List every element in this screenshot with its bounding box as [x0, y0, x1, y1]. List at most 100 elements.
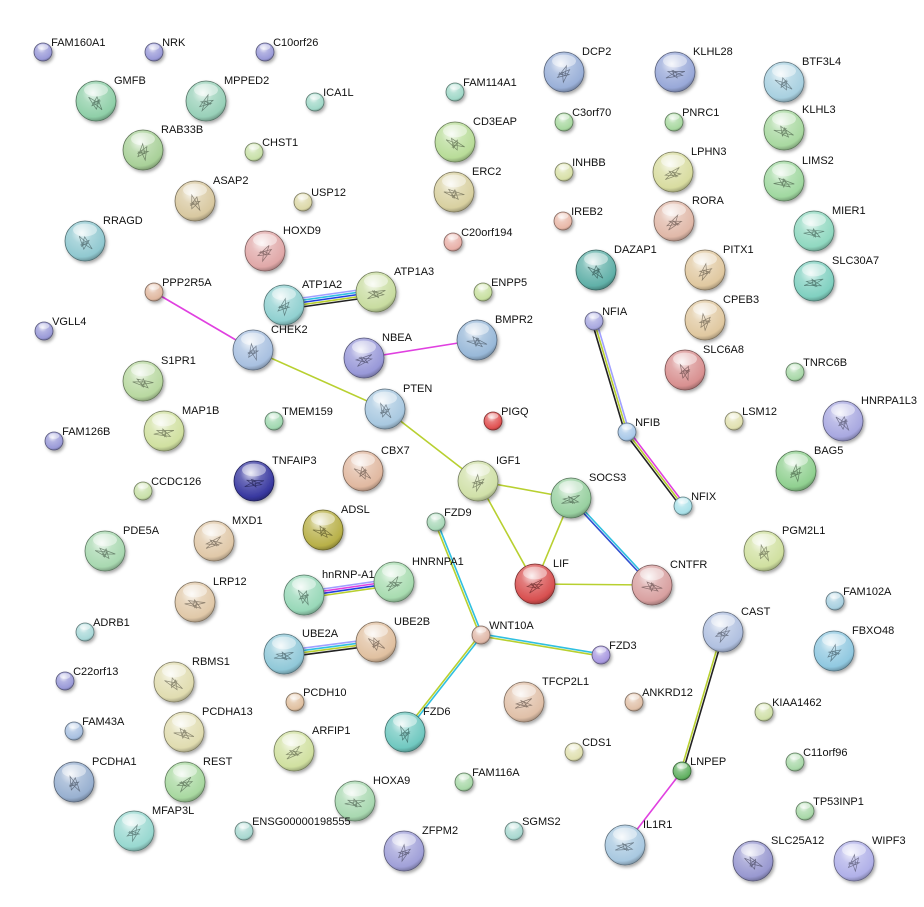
node-ube2b[interactable]: UBE2B — [355, 616, 430, 663]
node-fzd9[interactable]: FZD9 — [426, 507, 472, 532]
node-pten[interactable]: PTEN — [364, 383, 432, 430]
protein-sphere[interactable] — [454, 772, 474, 792]
protein-sphere[interactable] — [143, 410, 185, 452]
node-hoxa9[interactable]: HOXA9 — [334, 775, 410, 822]
node-tmem159[interactable]: TMEM159 — [264, 406, 333, 431]
node-btf3l4[interactable]: BTF3L4 — [763, 56, 841, 103]
node-dcp2[interactable]: DCP2 — [543, 46, 611, 93]
node-ireb2[interactable]: IREB2 — [553, 206, 603, 231]
node-klhl28[interactable]: KLHL28 — [654, 46, 733, 93]
protein-sphere[interactable] — [75, 80, 117, 122]
protein-sphere[interactable] — [64, 721, 84, 741]
protein-sphere[interactable] — [122, 129, 164, 171]
protein-sphere[interactable] — [591, 645, 611, 665]
protein-sphere[interactable] — [473, 282, 493, 302]
node-c11orf96[interactable]: C11orf96 — [785, 747, 848, 772]
protein-sphere[interactable] — [822, 400, 864, 442]
protein-sphere[interactable] — [724, 411, 744, 431]
node-mpped2[interactable]: MPPED2 — [185, 75, 269, 122]
node-usp12[interactable]: USP12 — [293, 187, 346, 212]
protein-sphere[interactable] — [617, 422, 637, 442]
node-tnfaip3[interactable]: TNFAIP3 — [233, 455, 317, 502]
node-klhl3[interactable]: KLHL3 — [763, 104, 836, 151]
node-rbms1[interactable]: RBMS1 — [153, 656, 230, 703]
node-cpeb3[interactable]: CPEB3 — [684, 294, 759, 341]
node-pcdh10[interactable]: PCDH10 — [285, 687, 347, 712]
node-lims2[interactable]: LIMS2 — [763, 155, 834, 202]
node-cntfr[interactable]: CNTFR — [631, 559, 707, 606]
node-map1b[interactable]: MAP1B — [143, 405, 219, 452]
node-rab33b[interactable]: RAB33B — [122, 124, 203, 171]
node-slc30a7[interactable]: SLC30A7 — [793, 255, 879, 302]
node-slc6a8[interactable]: SLC6A8 — [664, 344, 744, 391]
node-pcdha13[interactable]: PCDHA13 — [163, 706, 253, 753]
node-lnpep[interactable]: LNPEP — [672, 756, 726, 781]
node-mxd1[interactable]: MXD1 — [193, 515, 263, 562]
node-ensg00000198555[interactable]: ENSG00000198555 — [234, 816, 351, 841]
protein-sphere[interactable] — [144, 42, 164, 62]
node-wipf3[interactable]: WIPF3 — [833, 835, 906, 882]
protein-sphere[interactable] — [672, 761, 692, 781]
node-pnrc1[interactable]: PNRC1 — [664, 107, 719, 132]
node-hoxd9[interactable]: HOXD9 — [244, 225, 321, 272]
node-nfia[interactable]: NFIA — [584, 306, 628, 331]
protein-sphere[interactable] — [732, 840, 774, 882]
node-lphn3[interactable]: LPHN3 — [652, 146, 726, 193]
protein-sphere[interactable] — [255, 42, 275, 62]
edge-wnt10a-fzd3[interactable] — [480, 633, 602, 657]
node-ankrd12[interactable]: ANKRD12 — [624, 687, 693, 712]
protein-sphere[interactable] — [673, 496, 693, 516]
node-cast[interactable]: CAST — [702, 606, 771, 653]
node-s1pr1[interactable]: S1PR1 — [122, 355, 196, 402]
node-arfip1[interactable]: ARFIP1 — [273, 725, 351, 772]
node-hnrnp-a1[interactable]: hnRNP-A1 — [283, 569, 375, 616]
protein-sphere[interactable] — [285, 692, 305, 712]
protein-sphere[interactable] — [33, 42, 53, 62]
node-cbx7[interactable]: CBX7 — [342, 445, 410, 492]
node-tfcp2l1[interactable]: TFCP2L1 — [503, 676, 589, 723]
node-ica1l[interactable]: ICA1L — [305, 87, 354, 112]
protein-sphere[interactable] — [825, 591, 845, 611]
node-tnrc6b[interactable]: TNRC6B — [785, 357, 847, 382]
protein-sphere[interactable] — [584, 311, 604, 331]
node-fam160a1[interactable]: FAM160A1 — [33, 37, 106, 62]
protein-sphere[interactable] — [445, 82, 465, 102]
protein-sphere[interactable] — [483, 411, 503, 431]
edge-cast-lnpep[interactable] — [680, 631, 725, 772]
protein-sphere[interactable] — [133, 481, 153, 501]
node-rragd[interactable]: RRAGD — [64, 215, 143, 262]
node-pde5a[interactable]: PDE5A — [84, 525, 160, 572]
protein-sphere[interactable] — [575, 249, 617, 291]
protein-sphere[interactable] — [785, 752, 805, 772]
edge-chek2-pten[interactable] — [252, 349, 386, 410]
protein-sphere[interactable] — [75, 622, 95, 642]
node-c22orf13[interactable]: C22orf13 — [55, 666, 118, 691]
node-vgll4[interactable]: VGLL4 — [34, 316, 86, 341]
protein-sphere[interactable] — [55, 671, 75, 691]
protein-sphere[interactable] — [554, 162, 574, 182]
node-c3orf70[interactable]: C3orf70 — [554, 107, 611, 132]
node-bag5[interactable]: BAG5 — [775, 445, 843, 492]
protein-sphere[interactable] — [471, 625, 491, 645]
protein-sphere[interactable] — [305, 92, 325, 112]
protein-sphere[interactable] — [793, 210, 835, 252]
node-kiaa1462[interactable]: KIAA1462 — [754, 697, 822, 722]
node-c20orf194[interactable]: C20orf194 — [443, 227, 512, 252]
node-slc25a12[interactable]: SLC25A12 — [732, 835, 824, 882]
protein-sphere[interactable] — [355, 621, 397, 663]
node-mier1[interactable]: MIER1 — [793, 205, 866, 252]
edge-nfib-nfix[interactable] — [624, 430, 686, 508]
node-ube2a[interactable]: UBE2A — [263, 628, 339, 675]
protein-sphere[interactable] — [443, 232, 463, 252]
protein-sphere[interactable] — [754, 702, 774, 722]
node-asap2[interactable]: ASAP2 — [174, 175, 248, 222]
protein-sphere[interactable] — [44, 431, 64, 451]
node-fbxo48[interactable]: FBXO48 — [813, 625, 894, 672]
protein-sphere[interactable] — [34, 321, 54, 341]
node-adrb1[interactable]: ADRB1 — [75, 617, 130, 642]
protein-sphere[interactable] — [554, 112, 574, 132]
edge-nfia-nfib[interactable] — [591, 320, 630, 433]
protein-sphere[interactable] — [232, 329, 274, 371]
node-lrp12[interactable]: LRP12 — [174, 576, 247, 623]
protein-sphere[interactable] — [174, 581, 216, 623]
